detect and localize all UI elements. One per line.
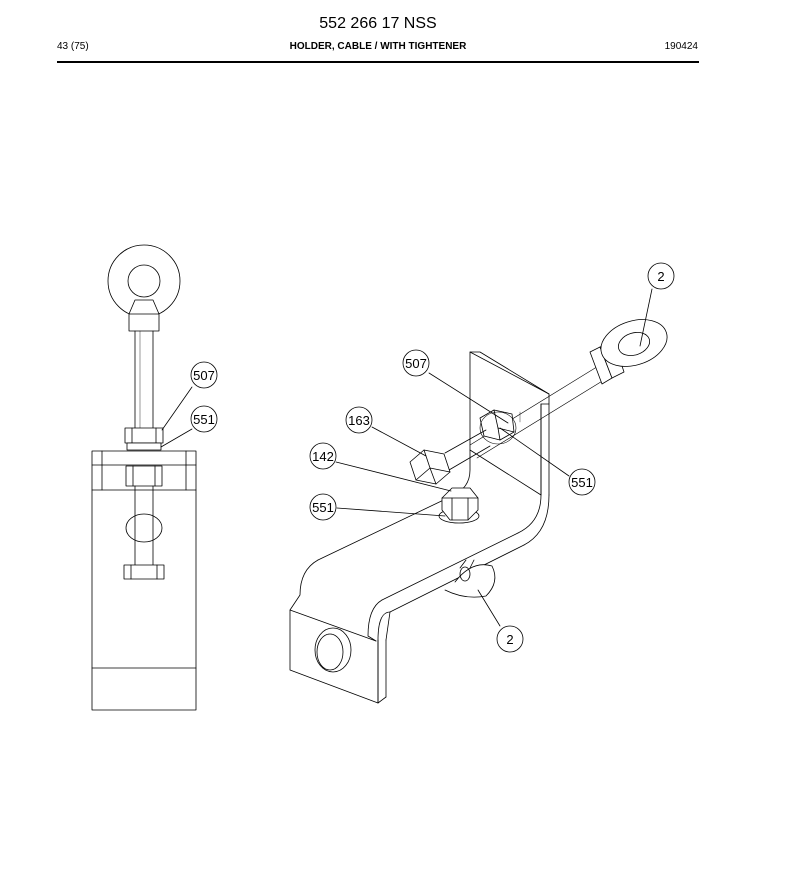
document-date: 190424 <box>664 41 698 52</box>
callout-iso-2-bottom: 2 <box>496 625 524 653</box>
callout-iso-551-right: 551 <box>568 468 596 496</box>
callout-iso-163: 163 <box>345 406 373 434</box>
callout-label: 551 <box>571 475 593 490</box>
callout-label: 551 <box>193 412 215 427</box>
callout-side-551: 551 <box>190 405 218 433</box>
callout-label: 2 <box>506 632 513 647</box>
iso-view <box>289 288 668 704</box>
callout-label: 142 <box>312 449 334 464</box>
part-name: HOLDER, CABLE / WITH TIGHTENER <box>289 41 467 52</box>
header-rule <box>57 61 699 63</box>
callout-label: 2 <box>657 269 664 284</box>
callout-side-507: 507 <box>190 361 218 389</box>
callout-iso-142: 142 <box>309 442 337 470</box>
side-view <box>91 244 197 711</box>
page-number: 43 (75) <box>57 41 89 52</box>
callout-label: 551 <box>312 500 334 515</box>
callout-label: 163 <box>348 413 370 428</box>
document-number: 552 266 17 NSS <box>319 15 437 32</box>
callout-iso-507: 507 <box>402 349 430 377</box>
callout-label: 507 <box>193 368 215 383</box>
callout-iso-551-left: 551 <box>309 493 337 521</box>
callout-label: 507 <box>405 356 427 371</box>
callout-iso-2-top: 2 <box>647 262 675 290</box>
